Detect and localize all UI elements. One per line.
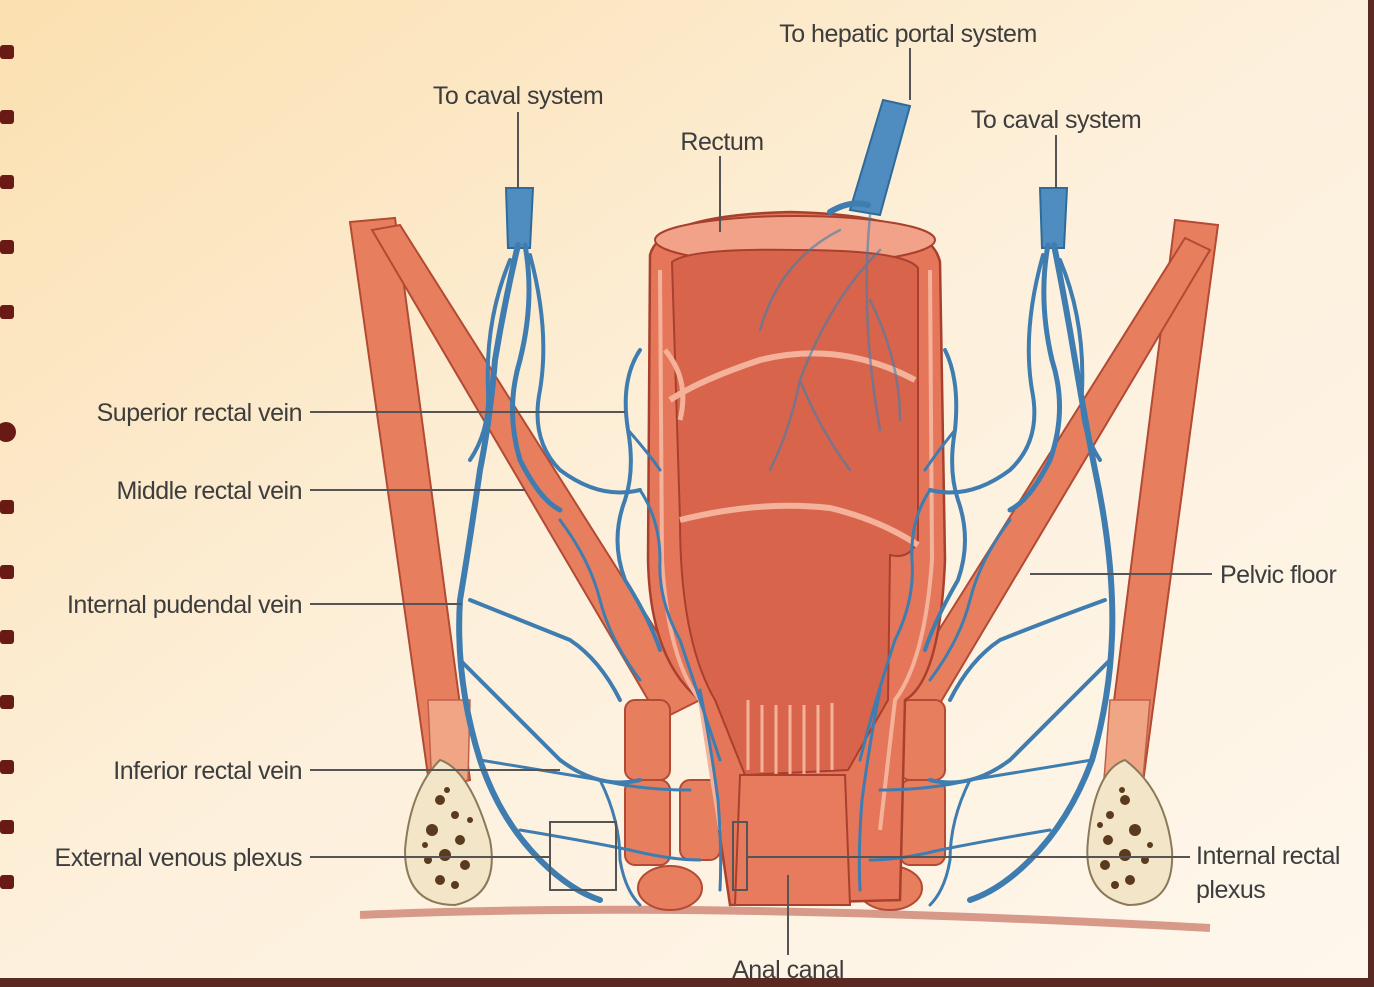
slide-right-frame bbox=[1368, 0, 1374, 987]
left-caval-trunk bbox=[506, 188, 533, 248]
label-pelvic-floor: Pelvic floor bbox=[1220, 561, 1336, 589]
anal-canal-body bbox=[735, 775, 850, 905]
label-superior-rectal-vein: Superior rectal vein bbox=[97, 399, 302, 427]
label-to-caval-system-left: To caval system bbox=[433, 82, 603, 110]
label-internal-pudendal-vein: Internal pudendal vein bbox=[67, 591, 302, 619]
label-internal-rectal-plexus-line2: plexus bbox=[1196, 876, 1265, 904]
label-to-hepatic-portal-system: To hepatic portal system bbox=[779, 20, 1037, 48]
label-internal-rectal-plexus-line1: Internal rectal bbox=[1196, 842, 1340, 870]
label-rectum: Rectum bbox=[680, 128, 763, 156]
anal-columns bbox=[748, 700, 832, 775]
label-inferior-rectal-vein: Inferior rectal vein bbox=[113, 757, 302, 785]
label-to-caval-system-right: To caval system bbox=[971, 106, 1141, 134]
right-caval-trunk bbox=[1040, 188, 1067, 248]
label-middle-rectal-vein: Middle rectal vein bbox=[116, 477, 302, 505]
slide-bottom-frame bbox=[0, 978, 1374, 987]
label-external-venous-plexus: External venous plexus bbox=[55, 844, 302, 872]
